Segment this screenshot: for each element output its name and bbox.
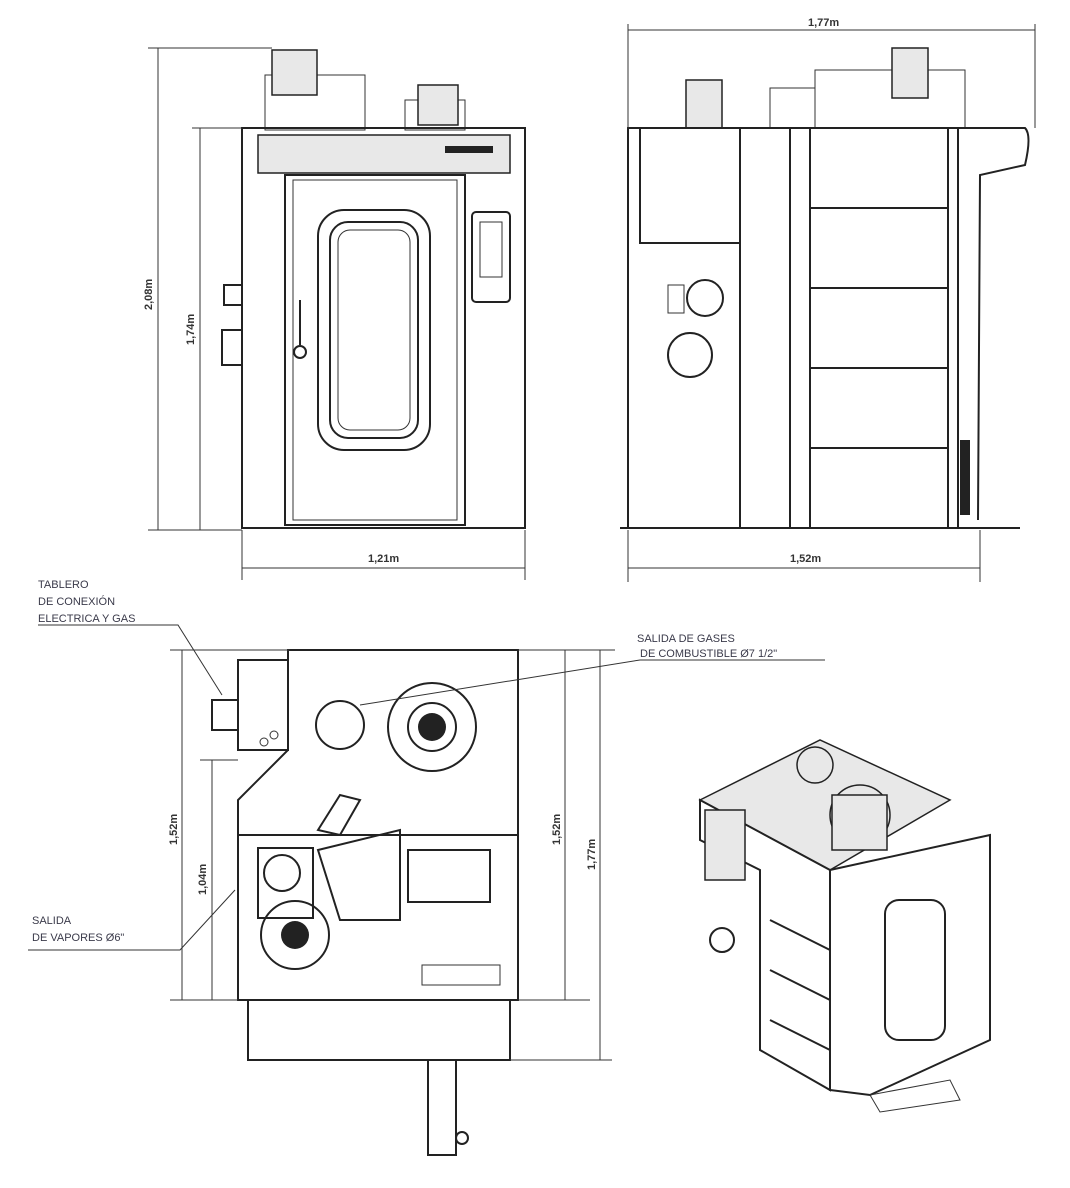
- dim-side-width-total: 1,77m: [808, 17, 839, 29]
- note-panel-line3: ELECTRICA Y GAS: [38, 613, 135, 625]
- side-view: [620, 24, 1036, 582]
- note-panel-line2: DE CONEXIÓN: [38, 595, 115, 608]
- note-gas-outlet-line1: SALIDA DE GASES: [637, 633, 735, 645]
- top-view: [28, 624, 825, 1156]
- isometric-view: [698, 739, 991, 1113]
- dim-front-height-total: 2,08m: [143, 279, 155, 310]
- dim-top-depth-right: 1,52m: [551, 814, 563, 845]
- dim-front-width: 1,21m: [368, 553, 399, 565]
- dim-top-depth-section: 1,04m: [197, 864, 209, 895]
- front-view: [148, 47, 526, 580]
- dim-side-width-body: 1,52m: [790, 553, 821, 565]
- note-gas-outlet-line2: DE COMBUSTIBLE Ø7 1/2": [640, 648, 777, 660]
- dim-top-depth-left: 1,52m: [168, 814, 180, 845]
- note-vapor-outlet-line2: DE VAPORES Ø6": [32, 932, 124, 944]
- note-vapor-outlet-line1: SALIDA: [32, 915, 72, 927]
- dim-front-height-body: 1,74m: [185, 314, 197, 345]
- dim-top-depth-total: 1,77m: [586, 839, 598, 870]
- note-panel-line1: TABLERO: [38, 579, 89, 591]
